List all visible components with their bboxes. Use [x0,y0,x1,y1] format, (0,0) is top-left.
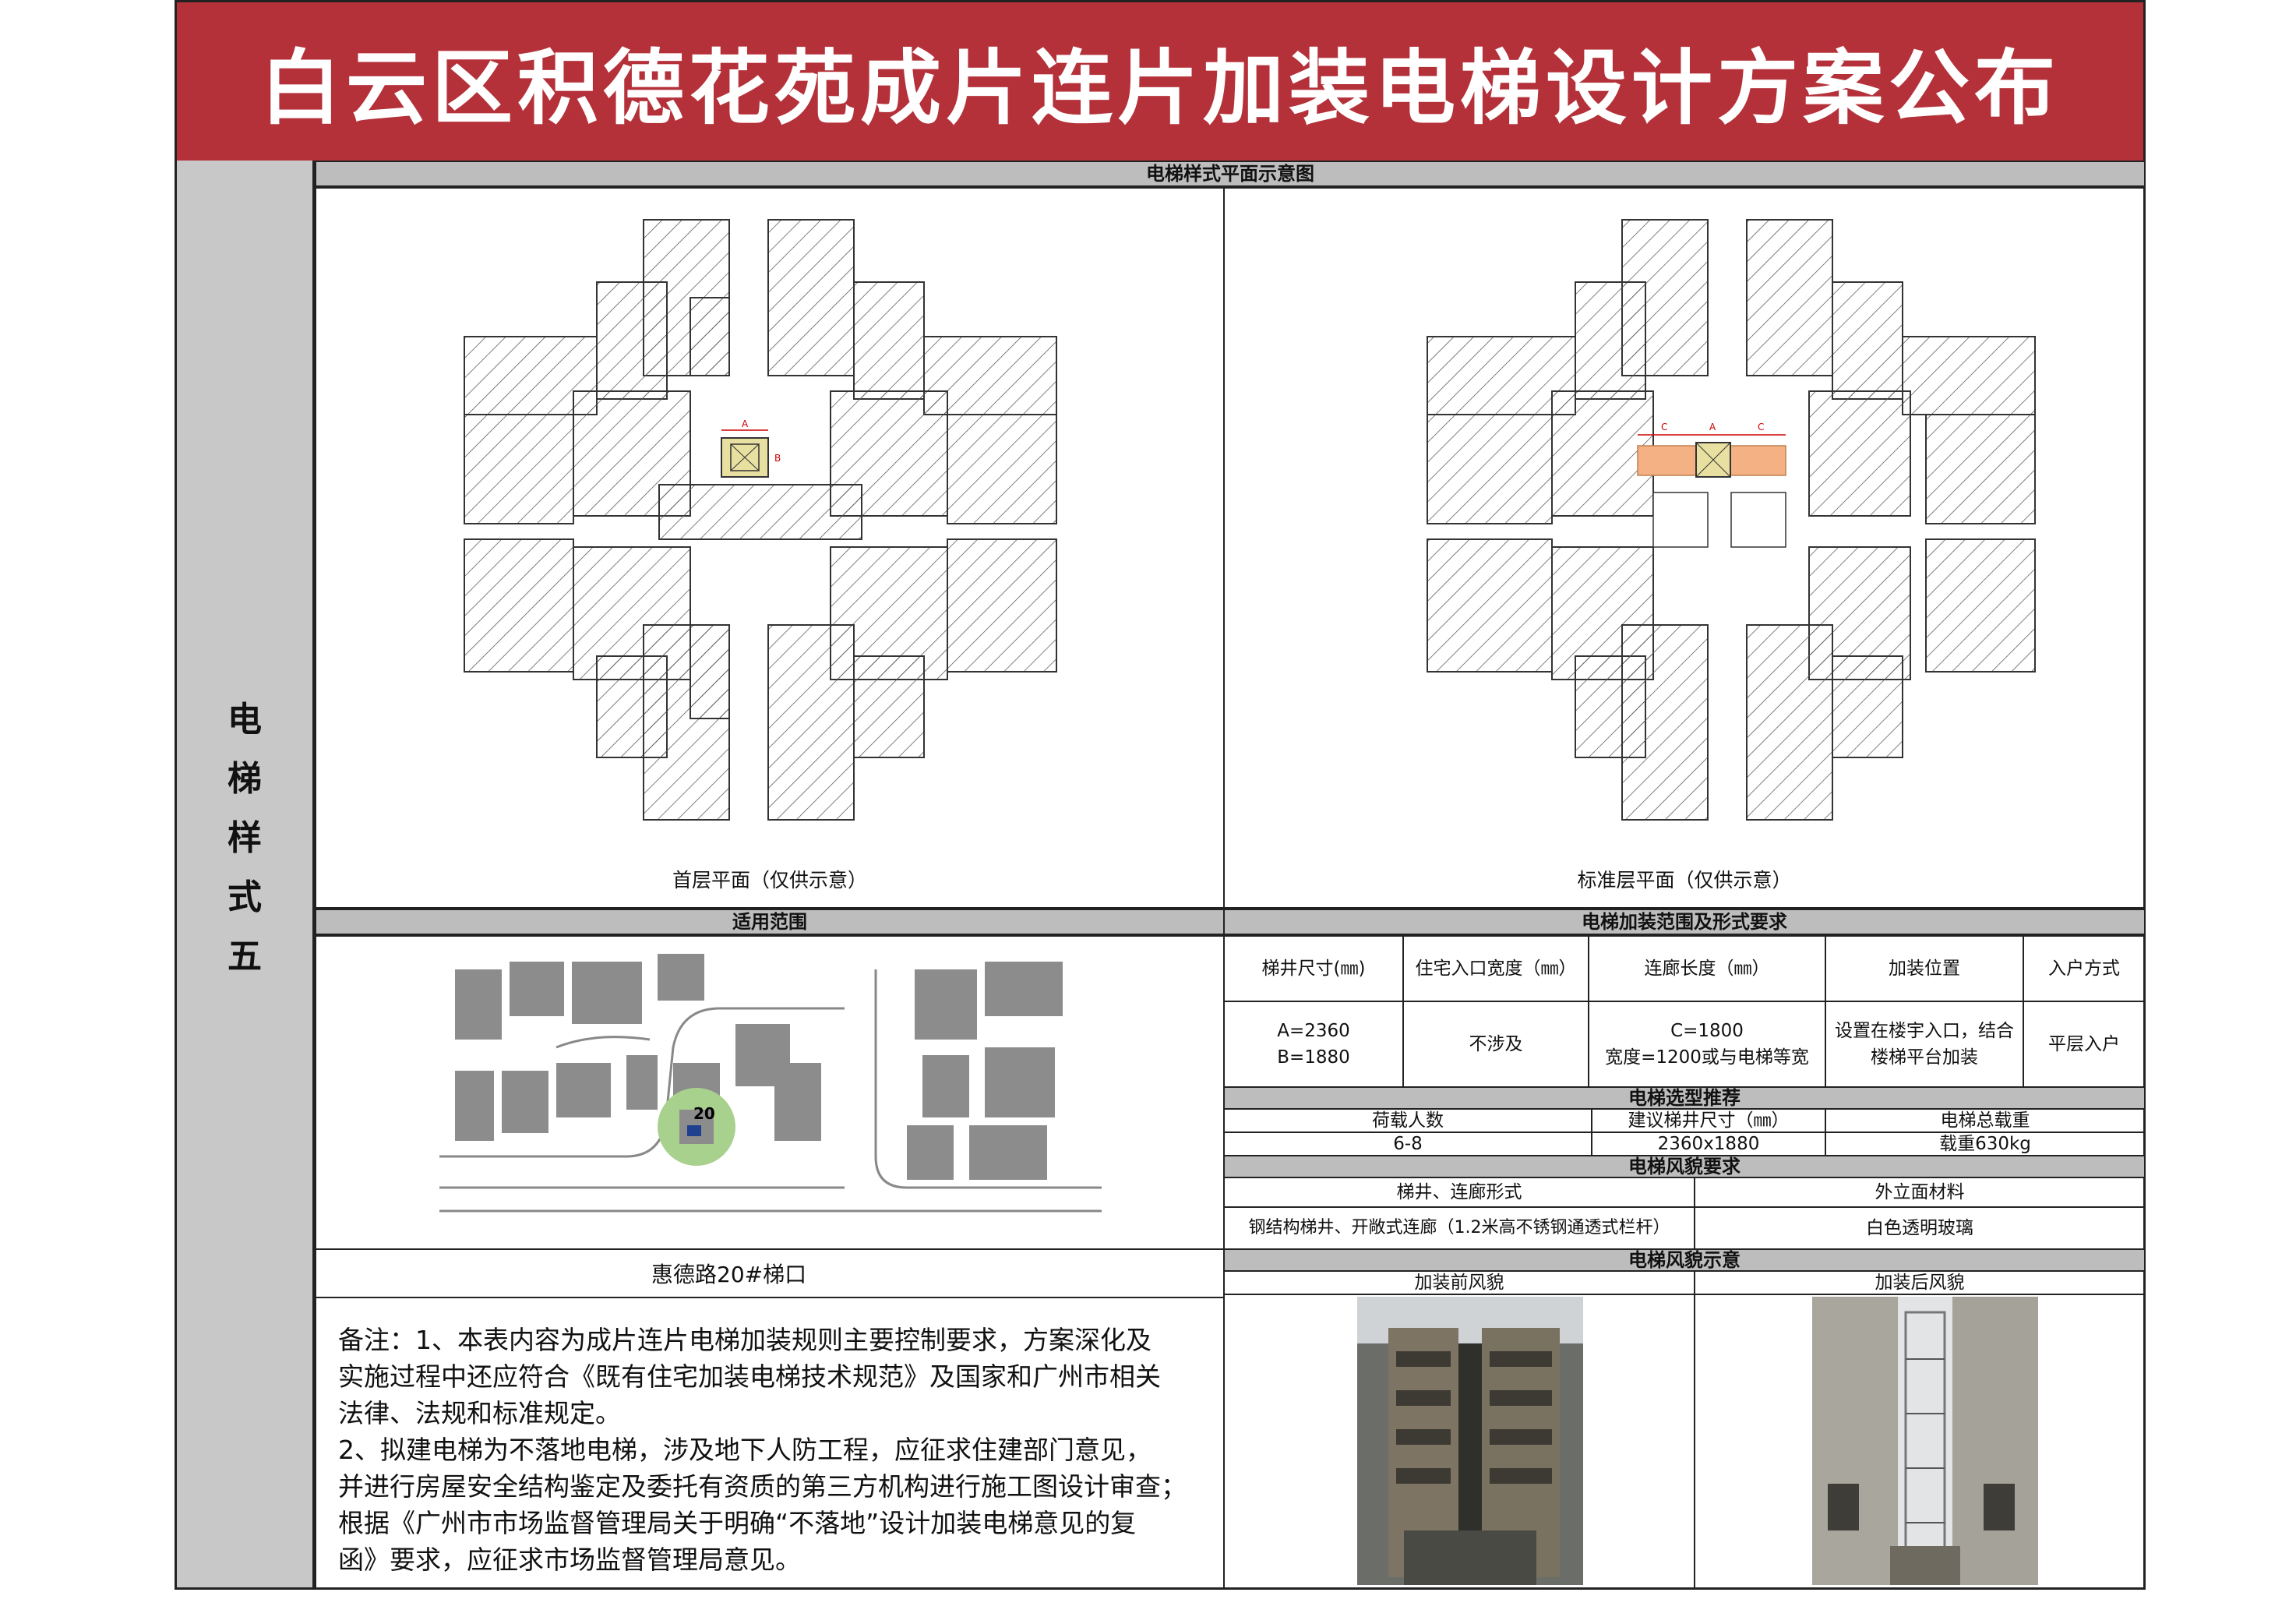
install-location-line-1: 设置在楼宇入口，结合 [1835,1021,2014,1041]
col-install-location: 加装位置 [1825,935,2024,1002]
selection-title: 电梯选型推荐 [1628,1087,1741,1109]
title-bar: 白云区积德花苑成片连片加装电梯设计方案公布 [175,0,2146,161]
scope-header: 适用范围 [315,909,1225,935]
ground-floor-plan-panel: A B 首层平面（仅供示意） [315,187,1225,909]
col-corridor-length: 连廊长度（㎜） [1588,935,1826,1002]
dim-b-label: B [774,453,781,464]
standard-floor-caption: 标准层平面（仅供示意） [1577,869,1792,891]
entrance-width-cell: 不涉及 [1402,1001,1589,1088]
before-photo [1357,1297,1583,1585]
appearance-title: 电梯风貌要求 [1628,1156,1741,1177]
dim-a-label: A [742,418,749,429]
shaft-size-cell: A=2360 B=1880 [1223,1001,1404,1088]
scope-map-panel: 20 [315,935,1225,1250]
after-photo-panel [1694,1294,2146,1590]
location-row: 惠德路20#梯口 [315,1248,1225,1298]
appearance-header: 电梯风貌要求 [1223,1155,2146,1178]
selection-shaft-value: 2360x1880 [1591,1132,1826,1156]
note-line-1: 备注：1、本表内容为成片连片电梯加装规则主要控制要求，方案深化及 [338,1325,1152,1355]
before-photo-panel [1223,1294,1695,1590]
standard-floor-plan-panel: C A C 标准层平面（仅供示意） [1223,187,2146,909]
corridor-width-value: 宽度=1200或与电梯等宽 [1605,1047,1809,1068]
illustration-title: 电梯风貌示意 [1628,1249,1741,1271]
before-label: 加装前风貌 [1223,1270,1695,1295]
requirements-header: 电梯加装范围及形式要求 [1223,909,2146,935]
scope-title: 适用范围 [732,911,807,933]
side-label: 电梯样式五 [175,690,315,987]
note-line-6: 根据《广州市市场监督管理局关于明确“不落地”设计加装电梯意见的复 [338,1508,1137,1538]
col-entrance-width: 住宅入口宽度（㎜） [1402,935,1589,1002]
shaft-a-value: A=2360 [1277,1021,1350,1041]
side-label-char: 式 [227,877,262,917]
shaft-b-value: B=1880 [1277,1047,1350,1068]
side-label-char: 样 [227,818,262,858]
dim-a-label-right: A [1709,422,1716,432]
notes-panel: 备注：1、本表内容为成片连片电梯加装规则主要控制要求，方案深化及 实施过程中还应… [315,1297,1225,1590]
note-line-5: 并进行房屋安全结构鉴定及委托有资质的第三方机构进行施工图设计审查； [338,1471,1187,1502]
note-line-2: 实施过程中还应符合《既有住宅加装电梯技术规范》及国家和广州市相关 [338,1361,1161,1392]
corridor-c-value: C=1800 [1670,1021,1744,1041]
after-photo [1812,1297,2038,1585]
appearance-form-value: 钢结构梯井、开敞式连廊（1.2米高不锈钢通透式栏杆） [1223,1206,1695,1250]
note-line-3: 法律、法规和标准规定。 [338,1398,621,1428]
appearance-material-value: 白色透明玻璃 [1694,1206,2146,1250]
appearance-col-material: 外立面材料 [1694,1177,2146,1208]
map-building-label: 20 [693,1104,715,1123]
side-label-char: 五 [227,937,262,976]
requirements-title: 电梯加装范围及形式要求 [1582,911,1787,933]
appearance-col-form: 梯井、连廊形式 [1223,1177,1695,1208]
side-label-column: 电梯样式五 [175,161,315,1590]
selection-col-shaft: 建议梯井尺寸（㎜） [1591,1108,1826,1133]
install-location-cell: 设置在楼宇入口，结合 楼梯平台加装 [1825,1001,2024,1088]
install-location-line-2: 楼梯平台加装 [1871,1047,1978,1068]
dim-c-label-right: C [1758,422,1764,432]
after-label: 加装后风貌 [1694,1270,2146,1295]
selection-header: 电梯选型推荐 [1223,1086,2146,1110]
side-label-char: 电 [227,700,262,740]
col-entry-method: 入户方式 [2023,935,2146,1002]
ground-floor-plan-drawing: A B [464,219,1057,821]
selection-col-load: 电梯总载重 [1825,1108,2146,1133]
note-line-7: 函》要求，应征求市场监督管理局意见。 [338,1545,801,1575]
side-label-char: 梯 [227,759,262,799]
col-shaft-size: 梯井尺寸(㎜) [1223,935,1404,1002]
note-line-4: 2、拟建电梯为不落地电梯，涉及地下人防工程，应征求住建部门意见， [338,1435,1152,1465]
selection-col-passengers: 荷载人数 [1223,1108,1592,1133]
illustration-header: 电梯风貌示意 [1223,1248,2146,1272]
site-map: 20 [439,954,1102,1234]
ground-floor-caption: 首层平面（仅供示意） [672,869,867,891]
location-label: 惠德路20#梯口 [651,1262,807,1287]
plan-section-title: 电梯样式平面示意图 [1146,163,1314,185]
selection-passengers-value: 6-8 [1223,1132,1592,1156]
entry-method-cell: 平层入户 [2023,1001,2146,1088]
corridor-length-cell: C=1800 宽度=1200或与电梯等宽 [1588,1001,1826,1088]
selection-load-value: 载重630kg [1825,1132,2146,1156]
plan-section-header: 电梯样式平面示意图 [315,161,2146,187]
page-title: 白云区积德花苑成片连片加装电梯设计方案公布 [259,40,2060,136]
standard-floor-plan-drawing: C A C [1427,219,2036,821]
dim-c-label-left: C [1661,422,1667,432]
